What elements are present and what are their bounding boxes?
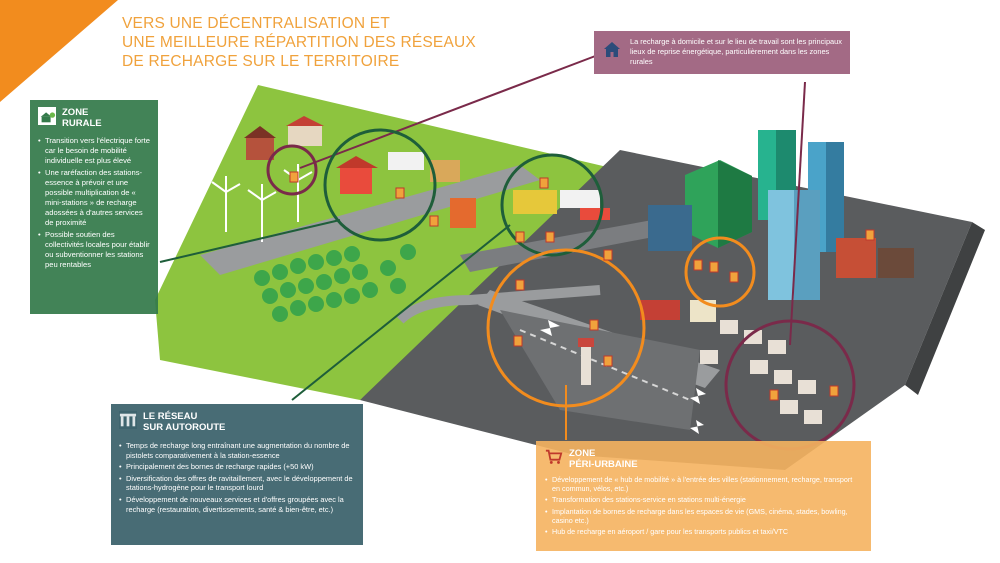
rural-item: Possible soutien des collectivités local… bbox=[38, 230, 150, 270]
rural-title-2: RURALE bbox=[62, 118, 102, 129]
rural-station-circle bbox=[323, 128, 437, 242]
highway-station-circle bbox=[500, 153, 604, 257]
rural-village bbox=[244, 116, 610, 228]
autoroute-item: Principalement des bornes de recharge ra… bbox=[119, 462, 355, 472]
autoroute-title-1: LE RÉSEAU bbox=[143, 411, 198, 422]
rural-callout-line bbox=[159, 219, 341, 263]
charging-pins bbox=[289, 171, 875, 401]
shopping-cart-icon bbox=[545, 449, 563, 464]
title-line-2: UNE MEILLEURE RÉPARTITION DES RÉSEAUX bbox=[122, 34, 476, 51]
periurbain-item: Transformation des stations-service en s… bbox=[545, 495, 862, 504]
periurbain-item: Hub de recharge en aéroport / gare pour … bbox=[545, 527, 862, 536]
rural-item: Une raréfaction des stations-essence à p… bbox=[38, 168, 150, 228]
home-charging-panel: La recharge à domicile et sur le lieu de… bbox=[594, 31, 850, 74]
rural-grass-ground bbox=[155, 85, 620, 400]
airport-area bbox=[500, 310, 700, 430]
periurbain-title-1: ZONE bbox=[569, 448, 596, 459]
rural-title-1: ZONE bbox=[62, 107, 89, 118]
autoroute-title-2: SUR AUTOROUTE bbox=[143, 422, 226, 433]
forest bbox=[254, 244, 416, 322]
autoroute-item: Développement de nouveaux services et d'… bbox=[119, 495, 355, 514]
periurbain-item: Implantation de bornes de recharge dans … bbox=[545, 507, 862, 525]
page-title: VERS UNE DÉCENTRALISATION ET UNE MEILLEU… bbox=[122, 14, 476, 71]
home-charging-text: La recharge à domicile et sur le lieu de… bbox=[630, 37, 842, 66]
autoroute-item: Temps de recharge long entraînant une au… bbox=[119, 441, 355, 460]
airport-circle bbox=[486, 248, 646, 408]
house-tree-icon bbox=[38, 107, 56, 125]
autoroute-item: Diversification des offres de ravitaille… bbox=[119, 474, 355, 493]
autoroute-panel: LE RÉSEAU SUR AUTOROUTE Temps de recharg… bbox=[111, 404, 363, 545]
home-callout-line-2 bbox=[789, 81, 806, 346]
highway-toll-icon bbox=[119, 411, 137, 429]
periurbain-panel: ZONE PÉRI-URBAINE Développement de « hub… bbox=[536, 441, 871, 551]
title-line-1: VERS UNE DÉCENTRALISATION ET bbox=[122, 15, 390, 32]
suburb-houses bbox=[640, 300, 822, 424]
periurbain-title-2: PÉRI-URBAINE bbox=[569, 459, 638, 470]
city-hub-circle bbox=[684, 236, 756, 308]
title-line-3: DE RECHARGE SUR LE TERRITOIRE bbox=[122, 53, 400, 70]
rural-home-circle bbox=[266, 144, 318, 196]
rural-zone-panel: ZONE RURALE Transition vers l'électrique… bbox=[30, 100, 158, 314]
autoroute-callout-line bbox=[291, 224, 511, 401]
airplanes bbox=[540, 320, 706, 434]
corner-triangle bbox=[0, 0, 118, 102]
home-callout-line-1 bbox=[299, 54, 599, 169]
home-icon bbox=[604, 42, 620, 57]
rural-item: Transition vers l'électrique forte car l… bbox=[38, 136, 150, 166]
control-tower bbox=[581, 345, 591, 385]
highway-road bbox=[200, 165, 540, 275]
periurbain-item: Développement de « hub de mobilité » à l… bbox=[545, 475, 862, 493]
